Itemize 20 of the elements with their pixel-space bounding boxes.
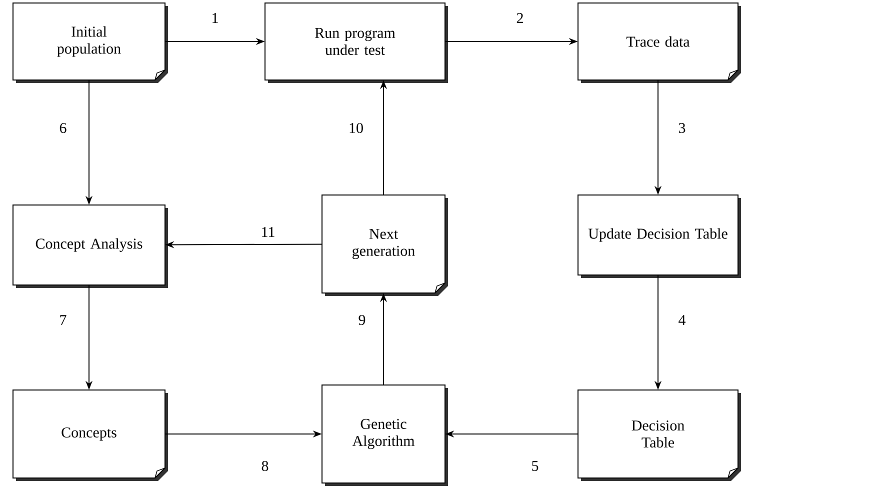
document-box: Next generation (322, 194, 448, 296)
edge-label: 10 (348, 122, 364, 134)
edge-label: 9 (357, 314, 367, 326)
edge-label: 11 (260, 226, 276, 238)
process-box: Update Decision Table (578, 194, 742, 278)
edge-label: 6 (58, 122, 68, 134)
edge-label: 4 (677, 314, 687, 326)
document-box: Trace data (578, 2, 742, 83)
edge-label: 2 (515, 12, 525, 24)
edge-label: 1 (210, 12, 220, 24)
document-box: Concepts (12, 390, 168, 481)
process-box: Concept Analysis (12, 204, 168, 288)
edge-label: 7 (58, 314, 68, 326)
edge-label: 8 (260, 460, 270, 472)
edge-label: 5 (530, 460, 540, 472)
document-box: Initial population (12, 2, 168, 83)
document-box: Decision Table (578, 390, 742, 481)
edge-label: 3 (677, 122, 687, 134)
process-box: Run program under test (264, 2, 448, 83)
process-box: Genetic Algorithm (322, 384, 448, 486)
